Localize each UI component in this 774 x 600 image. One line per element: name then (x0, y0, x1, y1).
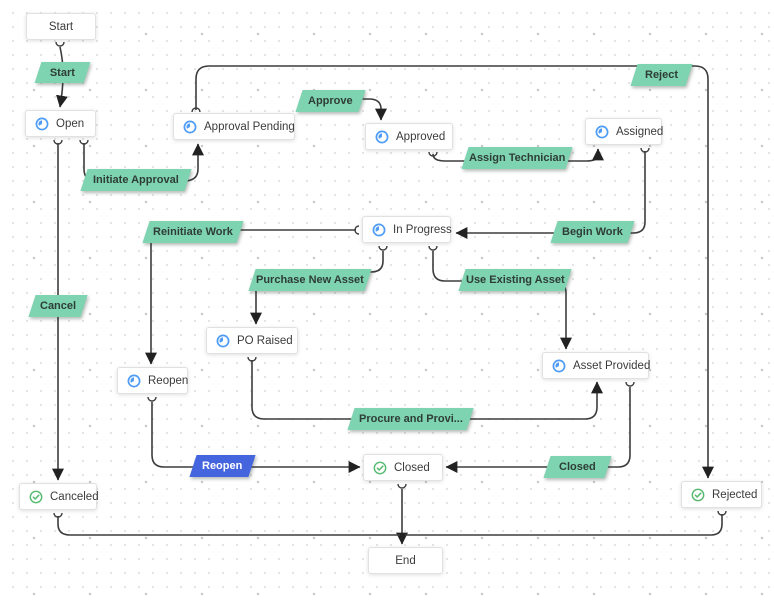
transition-t-use-existing-asset[interactable]: Use Existing Asset (458, 269, 572, 291)
edge-source-anchor (79, 139, 89, 145)
state-label: Approval Pending (204, 120, 295, 133)
edge-source-anchor (247, 356, 257, 362)
transition-label: Approve (308, 95, 353, 107)
transition-t-assign-technician[interactable]: Assign Technician (461, 147, 573, 169)
transition-label: Reinitiate Work (153, 226, 233, 238)
transition-t-closed[interactable]: Closed (543, 456, 612, 478)
state-node-assigned[interactable]: Assigned (585, 118, 664, 145)
state-node-closed[interactable]: Closed (363, 454, 443, 481)
in-progress-icon (35, 117, 49, 131)
state-label: Canceled (50, 490, 99, 503)
edge-source-anchor (640, 147, 650, 153)
in-progress-icon (372, 223, 386, 237)
in-progress-icon (127, 374, 141, 388)
state-label: Asset Provided (573, 359, 651, 372)
transition-label: Reject (644, 69, 679, 81)
transition-t-initiate-approval[interactable]: Initiate Approval (80, 169, 192, 191)
state-node-approval-pending[interactable]: Approval Pending (173, 113, 295, 140)
in-progress-icon (216, 334, 230, 348)
transition-t-reinitiate-work[interactable]: Reinitiate Work (142, 221, 244, 243)
transition-t-cancel[interactable]: Cancel (28, 295, 88, 317)
edge-asset-provided-closed[interactable] (445, 387, 631, 473)
edge-source-anchor (147, 396, 157, 402)
edge-source-anchor (354, 225, 360, 235)
state-node-approved[interactable]: Approved (365, 123, 453, 150)
state-node-po-raised[interactable]: PO Raised (206, 327, 298, 354)
edge-source-anchor (53, 512, 63, 518)
transition-label: Initiate Approval (93, 174, 179, 186)
transition-t-reject[interactable]: Reject (630, 64, 693, 86)
edge-rejected-end[interactable] (405, 514, 723, 536)
transition-label: Purchase New Asset (256, 274, 364, 286)
state-node-canceled[interactable]: Canceled (19, 483, 99, 510)
state-node-end[interactable]: End (368, 547, 443, 574)
edge-source-anchor (397, 483, 407, 489)
state-label: End (395, 554, 416, 567)
edge-assigned-in-progress[interactable] (455, 151, 646, 239)
edge-source-anchor (428, 151, 438, 157)
state-node-in-progress[interactable]: In Progress (362, 216, 452, 243)
transition-label: Use Existing Asset (465, 274, 565, 286)
transition-t-reopen[interactable]: Reopen (189, 455, 256, 477)
state-node-open[interactable]: Open (25, 110, 96, 137)
transition-label: Start (49, 66, 76, 79)
transition-label: Assign Technician (468, 152, 566, 164)
transition-label: Closed (559, 461, 596, 473)
edge-source-anchor (717, 510, 727, 516)
edge-source-anchor (55, 41, 65, 47)
state-node-asset-provided[interactable]: Asset Provided (542, 352, 651, 379)
edge-source-anchor (428, 245, 438, 251)
transition-label: Reopen (202, 460, 243, 472)
state-node-start[interactable]: Start (26, 13, 96, 40)
edge-approval-pending-rejected[interactable] (195, 65, 714, 479)
edge-in-progress-asset-provided[interactable] (432, 251, 572, 350)
edge-source-anchor (191, 107, 201, 113)
completed-check-icon (691, 488, 705, 502)
edge-canceled-end[interactable] (57, 516, 400, 536)
edge-source-anchor (378, 245, 388, 251)
transition-t-procure-and-provide[interactable]: Procure and Provi... (347, 408, 474, 430)
state-label: Reopen (148, 374, 189, 387)
in-progress-icon (595, 125, 609, 139)
state-node-reopen[interactable]: Reopen (117, 367, 188, 394)
in-progress-icon (183, 120, 197, 134)
edge-reopen-closed[interactable] (151, 402, 361, 473)
state-label: Start (48, 20, 74, 33)
in-progress-icon (375, 130, 389, 144)
transition-t-purchase-new-asset[interactable]: Purchase New Asset (248, 269, 372, 291)
state-label: Closed (394, 461, 430, 474)
completed-check-icon (373, 461, 387, 475)
transition-t-start[interactable]: Start (34, 62, 91, 83)
transition-label: Begin Work (562, 226, 623, 238)
in-progress-icon (552, 359, 566, 373)
state-label: Rejected (712, 488, 758, 501)
state-node-rejected[interactable]: Rejected (681, 481, 762, 508)
transition-label: Procure and Provi... (358, 413, 463, 425)
edge-source-anchor (53, 139, 63, 145)
state-label: Assigned (616, 125, 664, 138)
state-label: Open (56, 117, 85, 130)
state-label: In Progress (393, 223, 452, 236)
transition-t-approve[interactable]: Approve (295, 90, 366, 112)
state-label: Approved (396, 130, 446, 143)
completed-check-icon (29, 490, 43, 504)
transition-label: Cancel (39, 300, 77, 312)
edge-source-anchor (625, 381, 635, 387)
edge-approved-assigned[interactable] (432, 148, 604, 162)
state-label: PO Raised (237, 334, 293, 347)
transition-t-begin-work[interactable]: Begin Work (550, 221, 635, 243)
